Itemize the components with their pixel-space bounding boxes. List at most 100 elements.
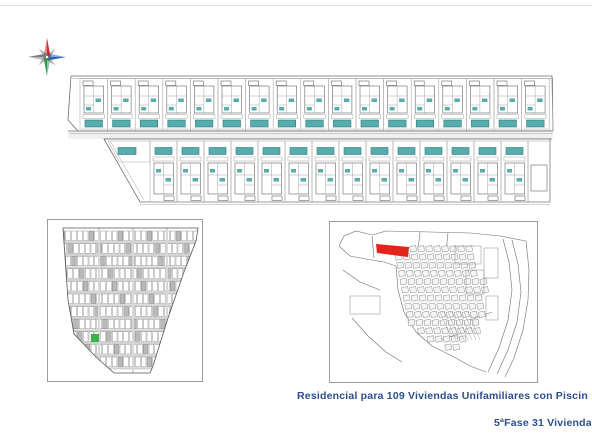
map-block bbox=[415, 278, 424, 286]
house-unit bbox=[272, 78, 302, 131]
mini-unit bbox=[77, 256, 83, 267]
service-building bbox=[530, 164, 548, 192]
map-block bbox=[446, 269, 454, 277]
mini-unit bbox=[100, 331, 106, 342]
map-block bbox=[423, 278, 432, 286]
pool bbox=[167, 119, 186, 128]
street bbox=[63, 367, 198, 370]
mini-unit bbox=[84, 319, 91, 330]
map-block bbox=[450, 253, 459, 261]
map-block bbox=[460, 302, 469, 310]
compass-spike bbox=[47, 38, 51, 57]
mini-unit bbox=[123, 256, 129, 267]
map-block bbox=[407, 278, 416, 286]
house-unit bbox=[176, 140, 205, 203]
compass-rose-icon bbox=[28, 38, 66, 76]
parking-space bbox=[190, 195, 202, 201]
house-footprint bbox=[332, 85, 353, 114]
mini-unit bbox=[119, 243, 126, 254]
bathroom bbox=[156, 169, 161, 173]
mini-unit bbox=[79, 319, 85, 330]
compass-center bbox=[45, 55, 49, 59]
house-unit bbox=[419, 140, 448, 203]
mini-unit bbox=[84, 243, 91, 254]
mini-unit bbox=[160, 268, 166, 279]
pool bbox=[478, 147, 497, 155]
parking-space bbox=[165, 80, 177, 86]
parking-space bbox=[298, 195, 310, 201]
parking-space bbox=[248, 80, 259, 86]
mini-unit bbox=[175, 256, 182, 267]
mini-unit bbox=[142, 319, 149, 330]
mini-unit bbox=[135, 256, 141, 267]
parking-space bbox=[331, 80, 342, 86]
bathroom bbox=[113, 107, 119, 111]
green-area bbox=[91, 334, 99, 342]
pool bbox=[262, 147, 281, 155]
house-footprint bbox=[166, 85, 187, 114]
house-footprint bbox=[442, 85, 463, 114]
map-road bbox=[338, 245, 397, 267]
mini-unit bbox=[102, 268, 108, 279]
pool bbox=[181, 147, 200, 155]
bathroom bbox=[300, 178, 306, 182]
house-footprint bbox=[304, 85, 325, 114]
map-block bbox=[447, 278, 456, 286]
bathroom bbox=[509, 98, 515, 102]
terrace bbox=[110, 114, 133, 119]
map-block bbox=[415, 319, 424, 327]
mini-unit bbox=[160, 319, 166, 330]
mini-unit bbox=[158, 306, 164, 317]
mini-unit bbox=[135, 306, 141, 317]
mini-unit bbox=[175, 230, 182, 241]
parking-space bbox=[220, 80, 232, 86]
house-footprint bbox=[276, 85, 298, 114]
pool bbox=[112, 119, 131, 128]
terrace bbox=[220, 114, 243, 119]
map-block bbox=[433, 286, 441, 294]
house-footprint bbox=[525, 85, 546, 114]
mini-unit bbox=[88, 281, 95, 292]
pool bbox=[415, 119, 435, 128]
mini-unit bbox=[90, 293, 97, 304]
project-title: Residencial para 109 Viviendas Unifamili… bbox=[297, 390, 588, 402]
mini-unit bbox=[65, 230, 71, 241]
bathroom bbox=[381, 178, 387, 182]
map-road bbox=[338, 230, 527, 247]
mini-unit bbox=[88, 256, 95, 267]
map-block bbox=[414, 310, 422, 318]
mini-unit bbox=[142, 243, 149, 254]
map-block bbox=[417, 245, 425, 253]
map-block bbox=[458, 253, 467, 261]
map-road bbox=[487, 238, 513, 373]
mini-unit bbox=[102, 293, 108, 304]
mini-unit bbox=[125, 319, 131, 330]
house-unit bbox=[300, 78, 329, 131]
mini-unit bbox=[79, 268, 85, 279]
map-block bbox=[425, 327, 433, 335]
mini-unit bbox=[111, 281, 118, 292]
mini-unit bbox=[82, 230, 89, 241]
mini-unit bbox=[135, 331, 141, 342]
pool bbox=[289, 147, 308, 155]
bathroom bbox=[399, 169, 404, 173]
house-footprint bbox=[414, 85, 436, 114]
mini-unit bbox=[90, 243, 97, 254]
map-block bbox=[431, 278, 440, 286]
terrace bbox=[395, 156, 418, 162]
map-road bbox=[351, 317, 403, 363]
bathroom bbox=[537, 98, 543, 102]
bathroom bbox=[417, 107, 423, 111]
location-map bbox=[338, 230, 530, 378]
house-footprint bbox=[221, 85, 242, 114]
mini-unit bbox=[106, 256, 112, 267]
map-block bbox=[442, 335, 451, 343]
mini-unit bbox=[158, 281, 164, 292]
house-footprint bbox=[111, 85, 132, 114]
map-road bbox=[504, 240, 530, 378]
map-block bbox=[444, 302, 453, 310]
parking-space bbox=[358, 80, 370, 86]
map-block bbox=[452, 261, 461, 269]
bathroom bbox=[237, 169, 242, 173]
bathroom bbox=[389, 107, 395, 111]
